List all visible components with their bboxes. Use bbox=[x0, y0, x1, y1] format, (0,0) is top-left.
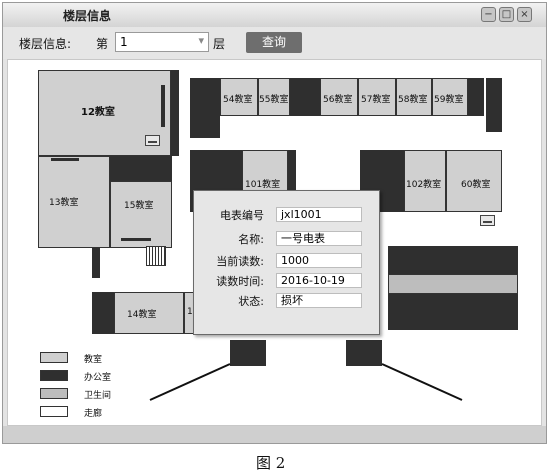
meter-id-value: jxl1001 bbox=[276, 207, 362, 222]
room-label: 12教室 bbox=[81, 107, 115, 118]
meter-reading-label: 当前读数: bbox=[216, 255, 264, 268]
room-label: 101教室 bbox=[245, 180, 281, 190]
status-bar bbox=[3, 426, 546, 443]
legend-label: 卫生间 bbox=[84, 391, 112, 401]
room-label: 54教室 bbox=[223, 95, 253, 105]
restroom[interactable] bbox=[388, 274, 518, 294]
floor-select-value: 1 bbox=[120, 35, 128, 49]
office-block[interactable] bbox=[388, 294, 518, 330]
room-label: 58教室 bbox=[398, 95, 428, 105]
door-marker bbox=[51, 158, 79, 161]
floor-suffix: 层 bbox=[213, 37, 226, 51]
entrance-steps bbox=[149, 363, 463, 401]
legend-label: 办公室 bbox=[84, 373, 112, 383]
room-label: 55教室 bbox=[259, 95, 289, 105]
room-label: 16 bbox=[187, 307, 198, 317]
room-label: 14教室 bbox=[127, 310, 157, 320]
electric-meter-icon[interactable] bbox=[480, 215, 495, 226]
meter-time-label: 读数时间: bbox=[216, 275, 264, 288]
room-12[interactable]: 12教室 bbox=[38, 70, 171, 156]
room-60[interactable]: 60教室 bbox=[446, 150, 502, 212]
meter-id-label: 电表编号 bbox=[220, 209, 264, 222]
legend-swatch-classroom bbox=[40, 352, 68, 363]
room-label: 102教室 bbox=[406, 180, 442, 190]
room-102[interactable]: 102教室 bbox=[404, 150, 446, 212]
room-label: 60教室 bbox=[461, 180, 491, 190]
room-57[interactable]: 57教室 bbox=[358, 78, 396, 116]
office-block[interactable] bbox=[92, 248, 100, 278]
room-56[interactable]: 56教室 bbox=[320, 78, 358, 116]
office-block[interactable] bbox=[92, 292, 114, 334]
legend-label: 教室 bbox=[84, 355, 103, 365]
legend-swatch-corridor bbox=[40, 406, 68, 417]
legend-swatch-office bbox=[40, 370, 68, 381]
meter-status-label: 状态: bbox=[238, 295, 264, 308]
minimize-icon[interactable]: − bbox=[481, 7, 496, 22]
room-55[interactable]: 55教室 bbox=[258, 78, 290, 116]
office-block[interactable] bbox=[486, 78, 502, 132]
meter-name-value: 一号电表 bbox=[276, 231, 362, 246]
meter-name-label: 名称: bbox=[238, 233, 264, 246]
legend-swatch-restroom bbox=[40, 388, 68, 399]
room-label: 15教室 bbox=[124, 201, 154, 211]
staircase-icon bbox=[146, 246, 166, 266]
room-13[interactable]: 13教室 bbox=[38, 156, 110, 248]
legend-label: 走廊 bbox=[84, 409, 103, 419]
office-block[interactable] bbox=[171, 70, 179, 156]
room-15[interactable]: 15教室 bbox=[110, 181, 172, 248]
electric-meter-icon[interactable] bbox=[145, 135, 160, 146]
room-14[interactable]: 14教室 bbox=[114, 292, 184, 334]
floor-prefix: 第 bbox=[96, 37, 109, 51]
room-54[interactable]: 54教室 bbox=[220, 78, 258, 116]
office-block[interactable] bbox=[388, 246, 518, 274]
room-59[interactable]: 59教室 bbox=[432, 78, 468, 116]
office-block[interactable] bbox=[190, 78, 220, 138]
toolbar: 楼层信息: 第 1 ▾ 层 查询 bbox=[3, 27, 546, 59]
door-marker bbox=[121, 238, 151, 241]
room-label: 57教室 bbox=[361, 95, 391, 105]
office-block[interactable] bbox=[290, 78, 320, 116]
office-block[interactable] bbox=[468, 78, 484, 116]
room-label: 59教室 bbox=[434, 95, 464, 105]
figure-caption: 图 2 bbox=[256, 454, 286, 472]
entrance-block bbox=[230, 340, 266, 366]
floor-info-label: 楼层信息: bbox=[19, 37, 72, 51]
office-block[interactable] bbox=[110, 156, 172, 181]
floor-select[interactable]: 1 ▾ bbox=[115, 32, 209, 52]
meter-info-popup: 电表编号 jxl1001 名称: 一号电表 当前读数: 1000 读数时间: 2… bbox=[193, 190, 380, 335]
title-bar[interactable]: 楼层信息 − □ × bbox=[3, 3, 546, 27]
door-marker bbox=[161, 85, 165, 127]
window-title: 楼层信息 bbox=[63, 9, 112, 23]
close-icon[interactable]: × bbox=[517, 7, 532, 22]
meter-time-value: 2016-10-19 bbox=[276, 273, 362, 288]
meter-reading-value: 1000 bbox=[276, 253, 362, 268]
meter-status-value: 损坏 bbox=[276, 293, 362, 308]
entrance-block bbox=[346, 340, 382, 366]
room-label: 56教室 bbox=[323, 95, 353, 105]
maximize-icon[interactable]: □ bbox=[499, 7, 514, 22]
room-58[interactable]: 58教室 bbox=[396, 78, 432, 116]
query-button[interactable]: 查询 bbox=[246, 32, 302, 53]
chevron-down-icon[interactable]: ▾ bbox=[198, 34, 204, 47]
room-label: 13教室 bbox=[49, 198, 79, 208]
office-block[interactable] bbox=[288, 150, 296, 198]
